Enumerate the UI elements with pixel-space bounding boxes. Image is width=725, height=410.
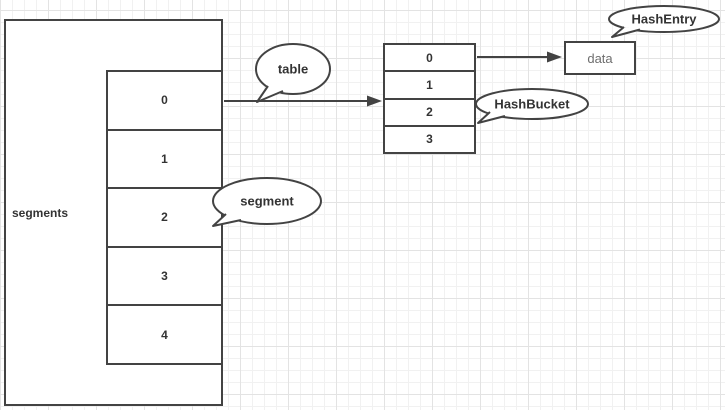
arrow-bucket-to-data xyxy=(477,51,562,63)
callout-hashentry-label: HashEntry xyxy=(631,11,697,27)
hash-bucket-table: 0 1 2 3 xyxy=(383,43,476,154)
callout-segment-label: segment xyxy=(240,193,294,209)
segment-cell-2: 2 xyxy=(108,187,221,246)
callout-hashbucket-label: HashBucket xyxy=(494,96,570,112)
bucket-cell-2: 2 xyxy=(385,97,474,125)
segments-label: segments xyxy=(12,206,69,220)
arrow-segment-to-bucket xyxy=(224,95,382,107)
callout-table-label: table xyxy=(277,61,309,77)
bucket-cell-3: 3 xyxy=(385,124,474,152)
segment-array-table: 0 1 2 3 4 xyxy=(106,70,223,365)
bucket-cell-0: 0 xyxy=(426,50,433,65)
segment-cell-0: 0 xyxy=(161,93,168,108)
data-box: data xyxy=(564,41,636,75)
segment-cell-3: 3 xyxy=(108,245,221,305)
data-box-label: data xyxy=(587,50,613,66)
segment-cell-1: 1 xyxy=(108,128,221,188)
segment-cell-4: 4 xyxy=(108,304,221,363)
bucket-cell-1: 1 xyxy=(385,70,474,97)
